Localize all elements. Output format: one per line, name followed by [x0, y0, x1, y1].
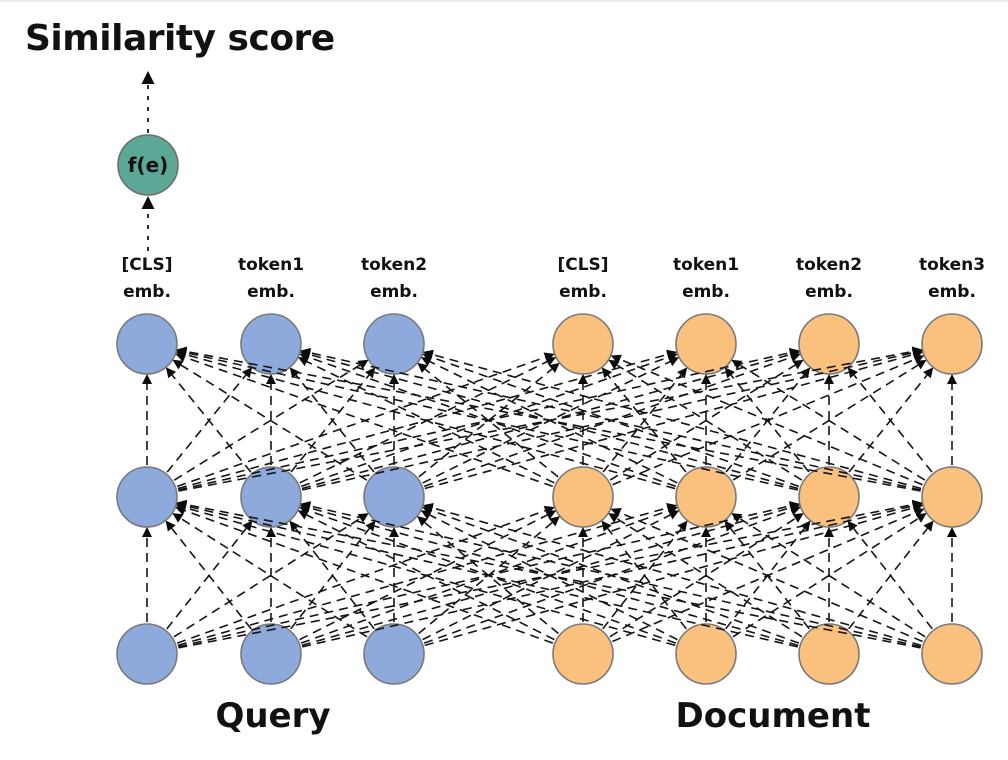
- attention-edge: [289, 367, 375, 473]
- attention-edge: [422, 352, 800, 488]
- document-token-node: [921, 623, 983, 685]
- attention-edge: [300, 352, 678, 488]
- attention-edge: [176, 499, 921, 649]
- document-token-node: [798, 623, 860, 685]
- attention-edge: [848, 520, 934, 630]
- document-token-node: [552, 623, 614, 685]
- attention-edge: [300, 505, 678, 644]
- attention-edge: [424, 503, 924, 647]
- query-token-node: [240, 313, 302, 375]
- document-token-node: [675, 623, 737, 685]
- query-token-node: [363, 313, 425, 375]
- document-token-node: [552, 313, 614, 375]
- attention-edge: [165, 520, 252, 630]
- query-token-node: [240, 466, 302, 528]
- attention-edge: [176, 352, 555, 488]
- attention-edge: [423, 352, 801, 488]
- attention-edge: [601, 367, 687, 473]
- query-token-node: [363, 623, 425, 685]
- attention-edge: [608, 513, 803, 638]
- attention-edge: [725, 367, 811, 473]
- attention-edge: [165, 367, 252, 473]
- attention-edge: [299, 349, 799, 490]
- attention-edge: [178, 499, 923, 649]
- attention-edge: [601, 520, 687, 630]
- document-token-node: [798, 313, 860, 375]
- attention-edge: [602, 367, 688, 473]
- attention-edge: [724, 367, 810, 473]
- attention-edge: [173, 359, 369, 481]
- attention-edge: [175, 352, 554, 488]
- attention-edge: [612, 354, 925, 486]
- attention-edge: [172, 359, 368, 481]
- attention-edge: [422, 357, 680, 484]
- attention-edge: [610, 508, 923, 643]
- attention-edge: [299, 510, 557, 641]
- attention-edge: [420, 357, 678, 484]
- attention-edge: [166, 520, 253, 630]
- attention-edge: [299, 503, 799, 647]
- attention-edge: [602, 520, 688, 630]
- attention-edge: [299, 352, 677, 488]
- attention-edge: [299, 357, 557, 484]
- query-token-node: [240, 623, 302, 685]
- score-node: [117, 134, 179, 196]
- attention-edge: [608, 359, 803, 481]
- document-token-node: [921, 466, 983, 528]
- attention-edge: [422, 505, 800, 644]
- attention-edge: [418, 362, 560, 478]
- attention-edge: [420, 510, 678, 641]
- attention-edge: [609, 359, 804, 481]
- query-token-node: [116, 466, 178, 528]
- attention-edge: [176, 505, 555, 644]
- attention-edge: [172, 513, 368, 638]
- attention-edge: [731, 513, 926, 638]
- query-token-node: [116, 313, 178, 375]
- attention-edge: [610, 354, 923, 486]
- attention-edge: [290, 520, 376, 630]
- query-token-node: [363, 466, 425, 528]
- attention-edge: [176, 346, 921, 492]
- attention-edge: [609, 513, 804, 638]
- document-token-node: [675, 466, 737, 528]
- attention-edge: [289, 520, 375, 630]
- attention-edge: [848, 367, 934, 473]
- document-token-node: [921, 313, 983, 375]
- attention-edge: [732, 513, 927, 638]
- attention-edge: [178, 346, 923, 492]
- attention-edge: [297, 510, 555, 641]
- attention-edge: [732, 359, 927, 481]
- document-token-node: [675, 313, 737, 375]
- query-token-node: [116, 623, 178, 685]
- attention-edge: [422, 349, 922, 490]
- attention-edge: [299, 505, 677, 644]
- document-token-node: [798, 466, 860, 528]
- attention-edge: [423, 505, 801, 644]
- attention-edge: [612, 508, 925, 643]
- attention-edge: [175, 503, 676, 647]
- attention-edge: [290, 367, 376, 473]
- attention-edge: [297, 357, 555, 484]
- attention-edge: [422, 510, 680, 641]
- attention-edge: [847, 520, 933, 630]
- attention-edge: [166, 367, 253, 473]
- attention-edge: [173, 513, 369, 638]
- attention-edge: [175, 505, 554, 644]
- attention-edge: [731, 359, 926, 481]
- attention-edge: [418, 516, 560, 635]
- attention-edge: [177, 503, 678, 647]
- attention-edge: [417, 362, 559, 478]
- attention-edge: [847, 367, 933, 473]
- document-token-node: [552, 466, 614, 528]
- attention-edge: [175, 349, 676, 490]
- attention-edge: [725, 520, 811, 630]
- attention-edge: [724, 520, 810, 630]
- attention-edge: [422, 503, 922, 647]
